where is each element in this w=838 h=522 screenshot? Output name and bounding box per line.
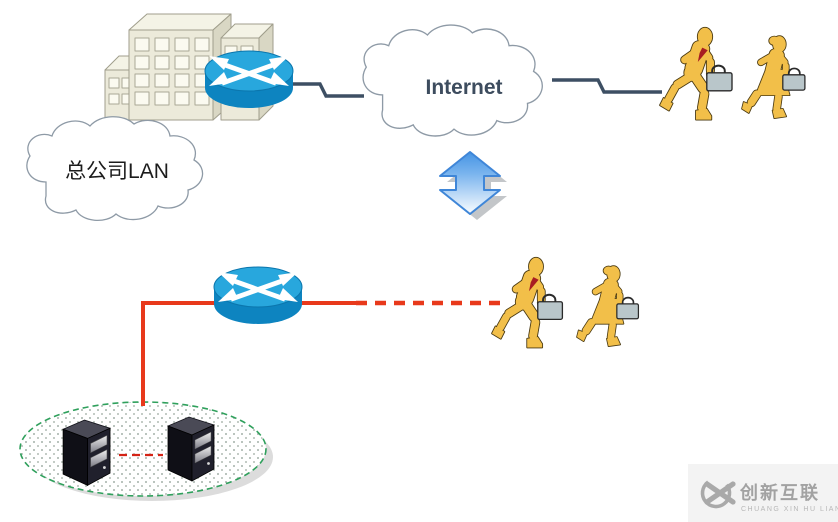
- hq-lan-cloud-label: 总公司LAN: [65, 160, 169, 183]
- watermark-logo: 创新互联 CHUANG XIN HU LIAN: [688, 464, 838, 522]
- watermark-cn-text: 创新互联: [739, 482, 820, 503]
- sync-arrows-icon: [439, 151, 507, 220]
- internet-to-users-link: [552, 78, 662, 94]
- watermark-en-text: CHUANG XIN HU LIAN: [741, 506, 838, 513]
- internet-cloud-label: Internet: [425, 76, 502, 99]
- businessman-icon: [660, 28, 732, 120]
- businesswoman-icon: [742, 36, 805, 118]
- businessman-icon: [492, 258, 562, 348]
- remote-users-top: [660, 28, 805, 120]
- hq-router-icon: [204, 50, 294, 109]
- server-lan-ellipse: [19, 401, 273, 501]
- server-icon-1: [62, 419, 111, 486]
- remote-users-bottom: [492, 258, 638, 348]
- branch-router-icon: [213, 266, 303, 325]
- businesswoman-icon: [577, 266, 638, 346]
- hq-to-internet-link: [293, 82, 364, 98]
- server-icon-2: [167, 416, 215, 482]
